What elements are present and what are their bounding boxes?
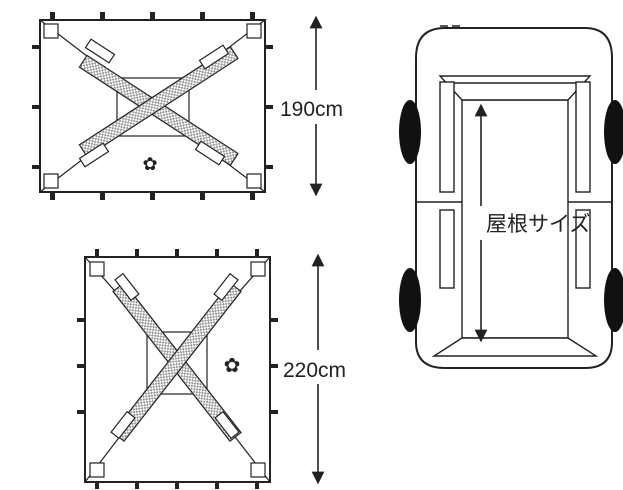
- tarp-large-size-label: 220cm: [283, 359, 346, 382]
- roof-size-label: 屋根サイズ: [486, 213, 590, 236]
- maple-leaf-icon: ✿: [224, 355, 241, 377]
- car-top-view: [415, 25, 613, 369]
- tarp-small: ✿: [32, 12, 273, 200]
- wheel-icon: [399, 100, 623, 332]
- maple-leaf-icon: ✿: [142, 154, 157, 174]
- tarp-large: ✿: [77, 249, 278, 489]
- tarp-small-size-label: 190cm: [280, 98, 343, 121]
- strap-b: [78, 45, 239, 158]
